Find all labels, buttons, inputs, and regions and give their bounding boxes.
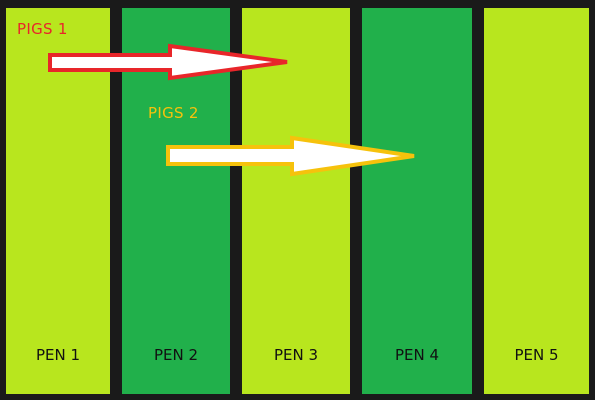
pen-2-label: PEN 2 bbox=[153, 346, 199, 364]
pen-5: PEN 5 bbox=[478, 0, 595, 400]
pen-3-area bbox=[242, 8, 350, 394]
pigs-1-arrow-icon bbox=[48, 43, 288, 81]
pigs-2-arrow-icon bbox=[166, 135, 415, 177]
pen-5-label: PEN 5 bbox=[514, 346, 559, 364]
pen-1-label: PEN 1 bbox=[35, 346, 81, 364]
pen-1-area bbox=[6, 8, 110, 394]
pigs-2-label: PIGS 2 bbox=[148, 104, 199, 122]
pen-3-label: PEN 3 bbox=[273, 346, 319, 364]
pen-4-label: PEN 4 bbox=[394, 346, 440, 364]
pen-4: PEN 4 bbox=[356, 0, 478, 400]
pen-5-area bbox=[484, 8, 589, 394]
pen-4-area bbox=[362, 8, 472, 394]
pigs-1-label: PIGS 1 bbox=[17, 20, 68, 38]
